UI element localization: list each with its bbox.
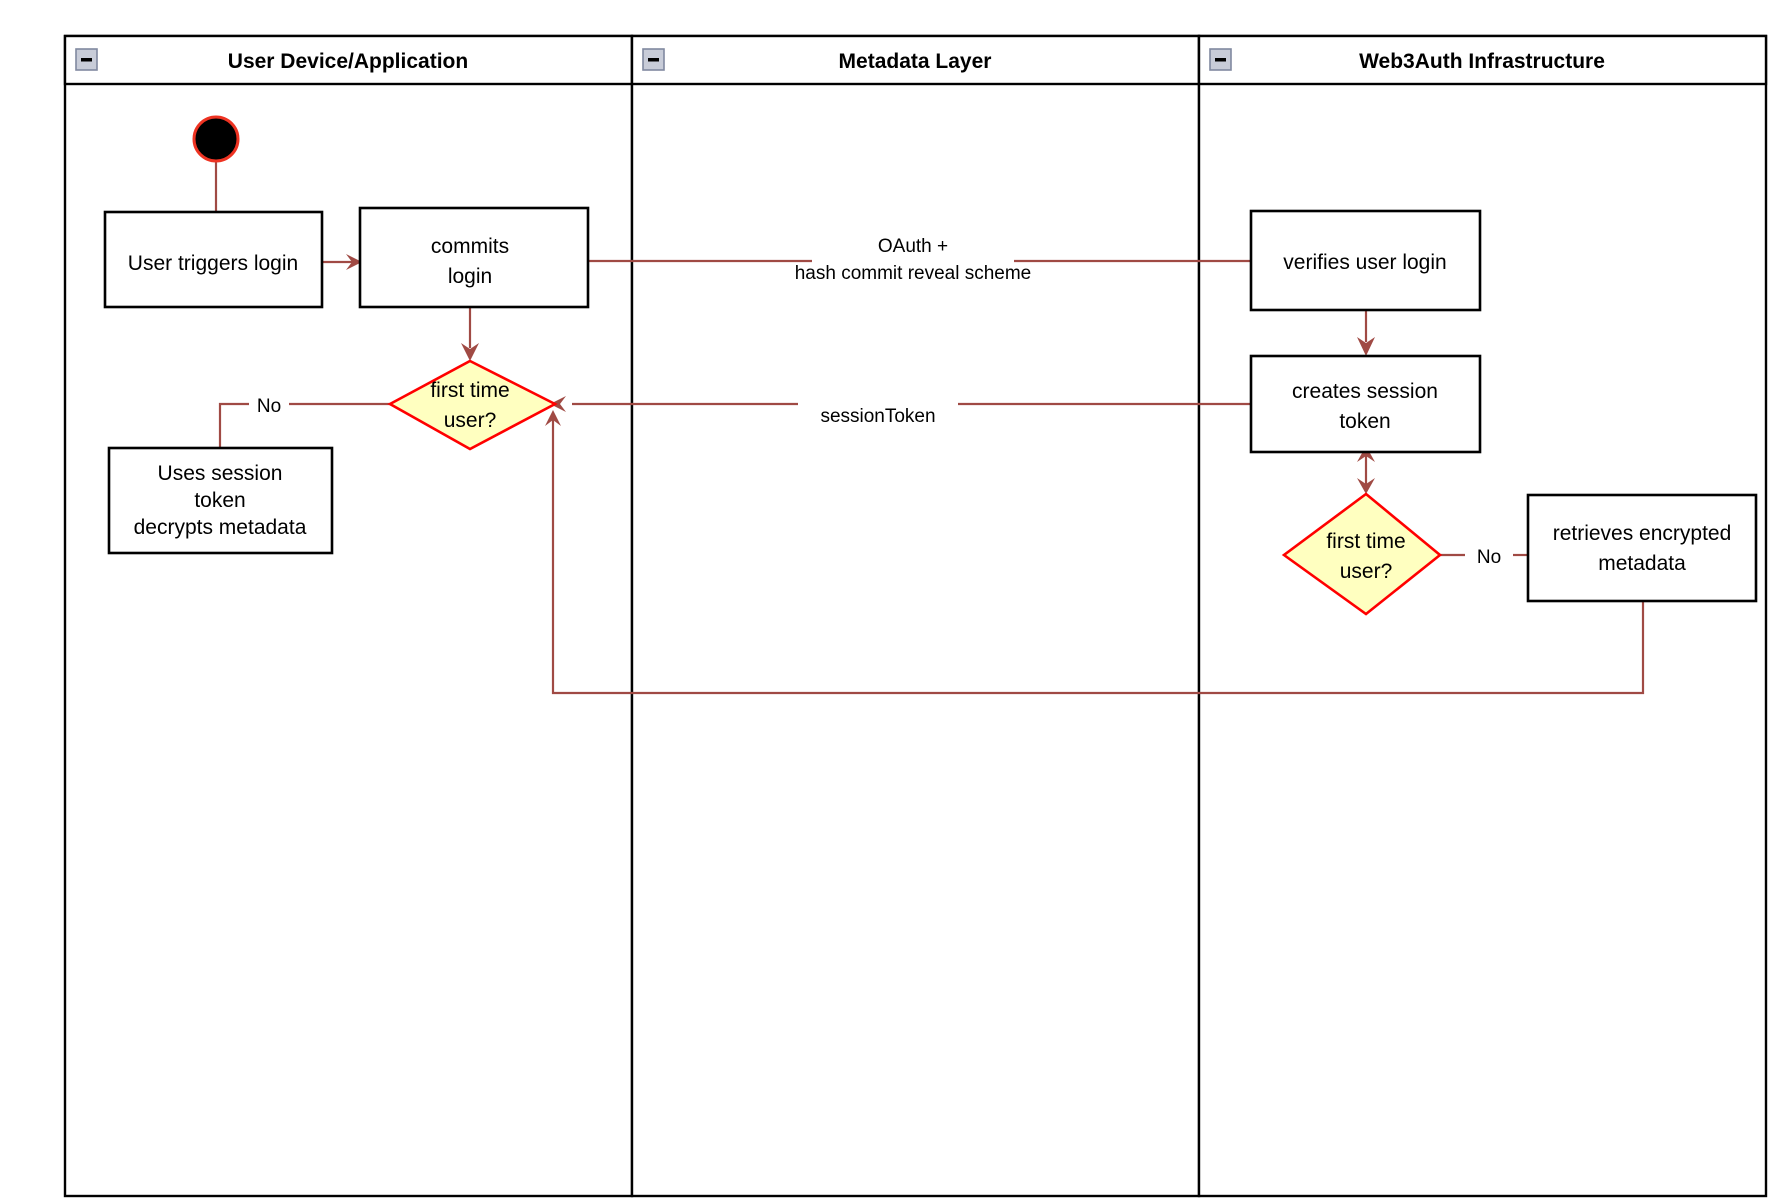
activity-creates-session-token-line1: creates session bbox=[1292, 380, 1438, 403]
edge-label-oauth: OAuth + hash commit reveal scheme bbox=[795, 232, 1032, 290]
collapse-icon-metadata-layer[interactable] bbox=[642, 48, 665, 71]
activity-uses-session-token-line2: token bbox=[194, 489, 245, 512]
edge-label-session-token-text: sessionToken bbox=[820, 406, 935, 427]
edge-trigger-to-commits bbox=[322, 254, 362, 270]
lane-body-metadata-layer bbox=[630, 34, 1201, 1198]
edge-label-oauth-line1: OAuth + bbox=[878, 236, 948, 257]
decision-first-time-user-right-line2: user? bbox=[1340, 560, 1393, 583]
edge-creates-to-left-decision bbox=[550, 396, 1251, 412]
decision-first-time-user-right[interactable]: first time user? bbox=[1281, 492, 1443, 616]
edge-verifies-to-creates bbox=[1357, 310, 1375, 356]
edge-label-no-right-text: No bbox=[1477, 547, 1501, 568]
initial-node[interactable] bbox=[192, 115, 240, 163]
activity-commits-login[interactable]: commits login bbox=[358, 206, 590, 309]
edge-label-session-token: sessionToken bbox=[798, 390, 958, 427]
edge-creates-to-right-decision bbox=[1357, 446, 1375, 494]
activity-uses-session-token-line3: decrypts metadata bbox=[134, 516, 307, 539]
lane-header-user-device bbox=[63, 34, 634, 86]
activity-creates-session-token[interactable]: creates session token bbox=[1249, 354, 1482, 454]
lane-header-web3auth bbox=[1197, 34, 1768, 86]
activity-commits-login-line1: commits bbox=[431, 235, 509, 258]
collapse-icon-user-device[interactable] bbox=[75, 48, 98, 71]
decision-first-time-user-left-line2: user? bbox=[444, 409, 497, 432]
edge-label-oauth-line2: hash commit reveal scheme bbox=[795, 263, 1032, 284]
activity-verifies-user-login-label: verifies user login bbox=[1283, 251, 1446, 274]
activity-uses-session-token[interactable]: Uses session token decrypts metadata bbox=[107, 446, 334, 555]
activity-uses-session-token-line1: Uses session bbox=[158, 462, 283, 485]
activity-retrieves-encrypted-metadata-line1: retrieves encrypted bbox=[1553, 522, 1732, 545]
edge-retrieves-return bbox=[545, 410, 1645, 695]
activity-retrieves-encrypted-metadata-line2: metadata bbox=[1598, 552, 1686, 575]
decision-first-time-user-left-line1: first time bbox=[430, 379, 509, 402]
edge-commits-to-decision-left bbox=[461, 307, 479, 361]
lane-title-user-device: User Device/Application bbox=[228, 50, 468, 73]
activity-retrieves-encrypted-metadata[interactable]: retrieves encrypted metadata bbox=[1526, 493, 1758, 603]
activity-commits-login-line2: login bbox=[448, 265, 492, 288]
edge-label-no-left: No bbox=[249, 391, 289, 417]
edge-left-decision-no bbox=[218, 402, 398, 448]
collapse-icon-web3auth[interactable] bbox=[1209, 48, 1232, 71]
lane-header-metadata-layer bbox=[630, 34, 1201, 86]
activity-creates-session-token-line2: token bbox=[1339, 410, 1390, 433]
lane-metadata-layer: Metadata Layer bbox=[630, 34, 1201, 1198]
lane-title-metadata-layer: Metadata Layer bbox=[839, 50, 992, 73]
activity-user-triggers-login[interactable]: User triggers login bbox=[103, 210, 324, 309]
edge-label-no-right: No bbox=[1465, 542, 1513, 568]
activity-user-triggers-login-label: User triggers login bbox=[128, 252, 298, 275]
edge-label-no-left-text: No bbox=[257, 396, 281, 417]
lane-title-web3auth: Web3Auth Infrastructure bbox=[1359, 50, 1605, 73]
decision-first-time-user-left[interactable]: first time user? bbox=[387, 359, 558, 451]
activity-verifies-user-login[interactable]: verifies user login bbox=[1249, 209, 1482, 312]
decision-first-time-user-right-line1: first time bbox=[1326, 530, 1405, 553]
